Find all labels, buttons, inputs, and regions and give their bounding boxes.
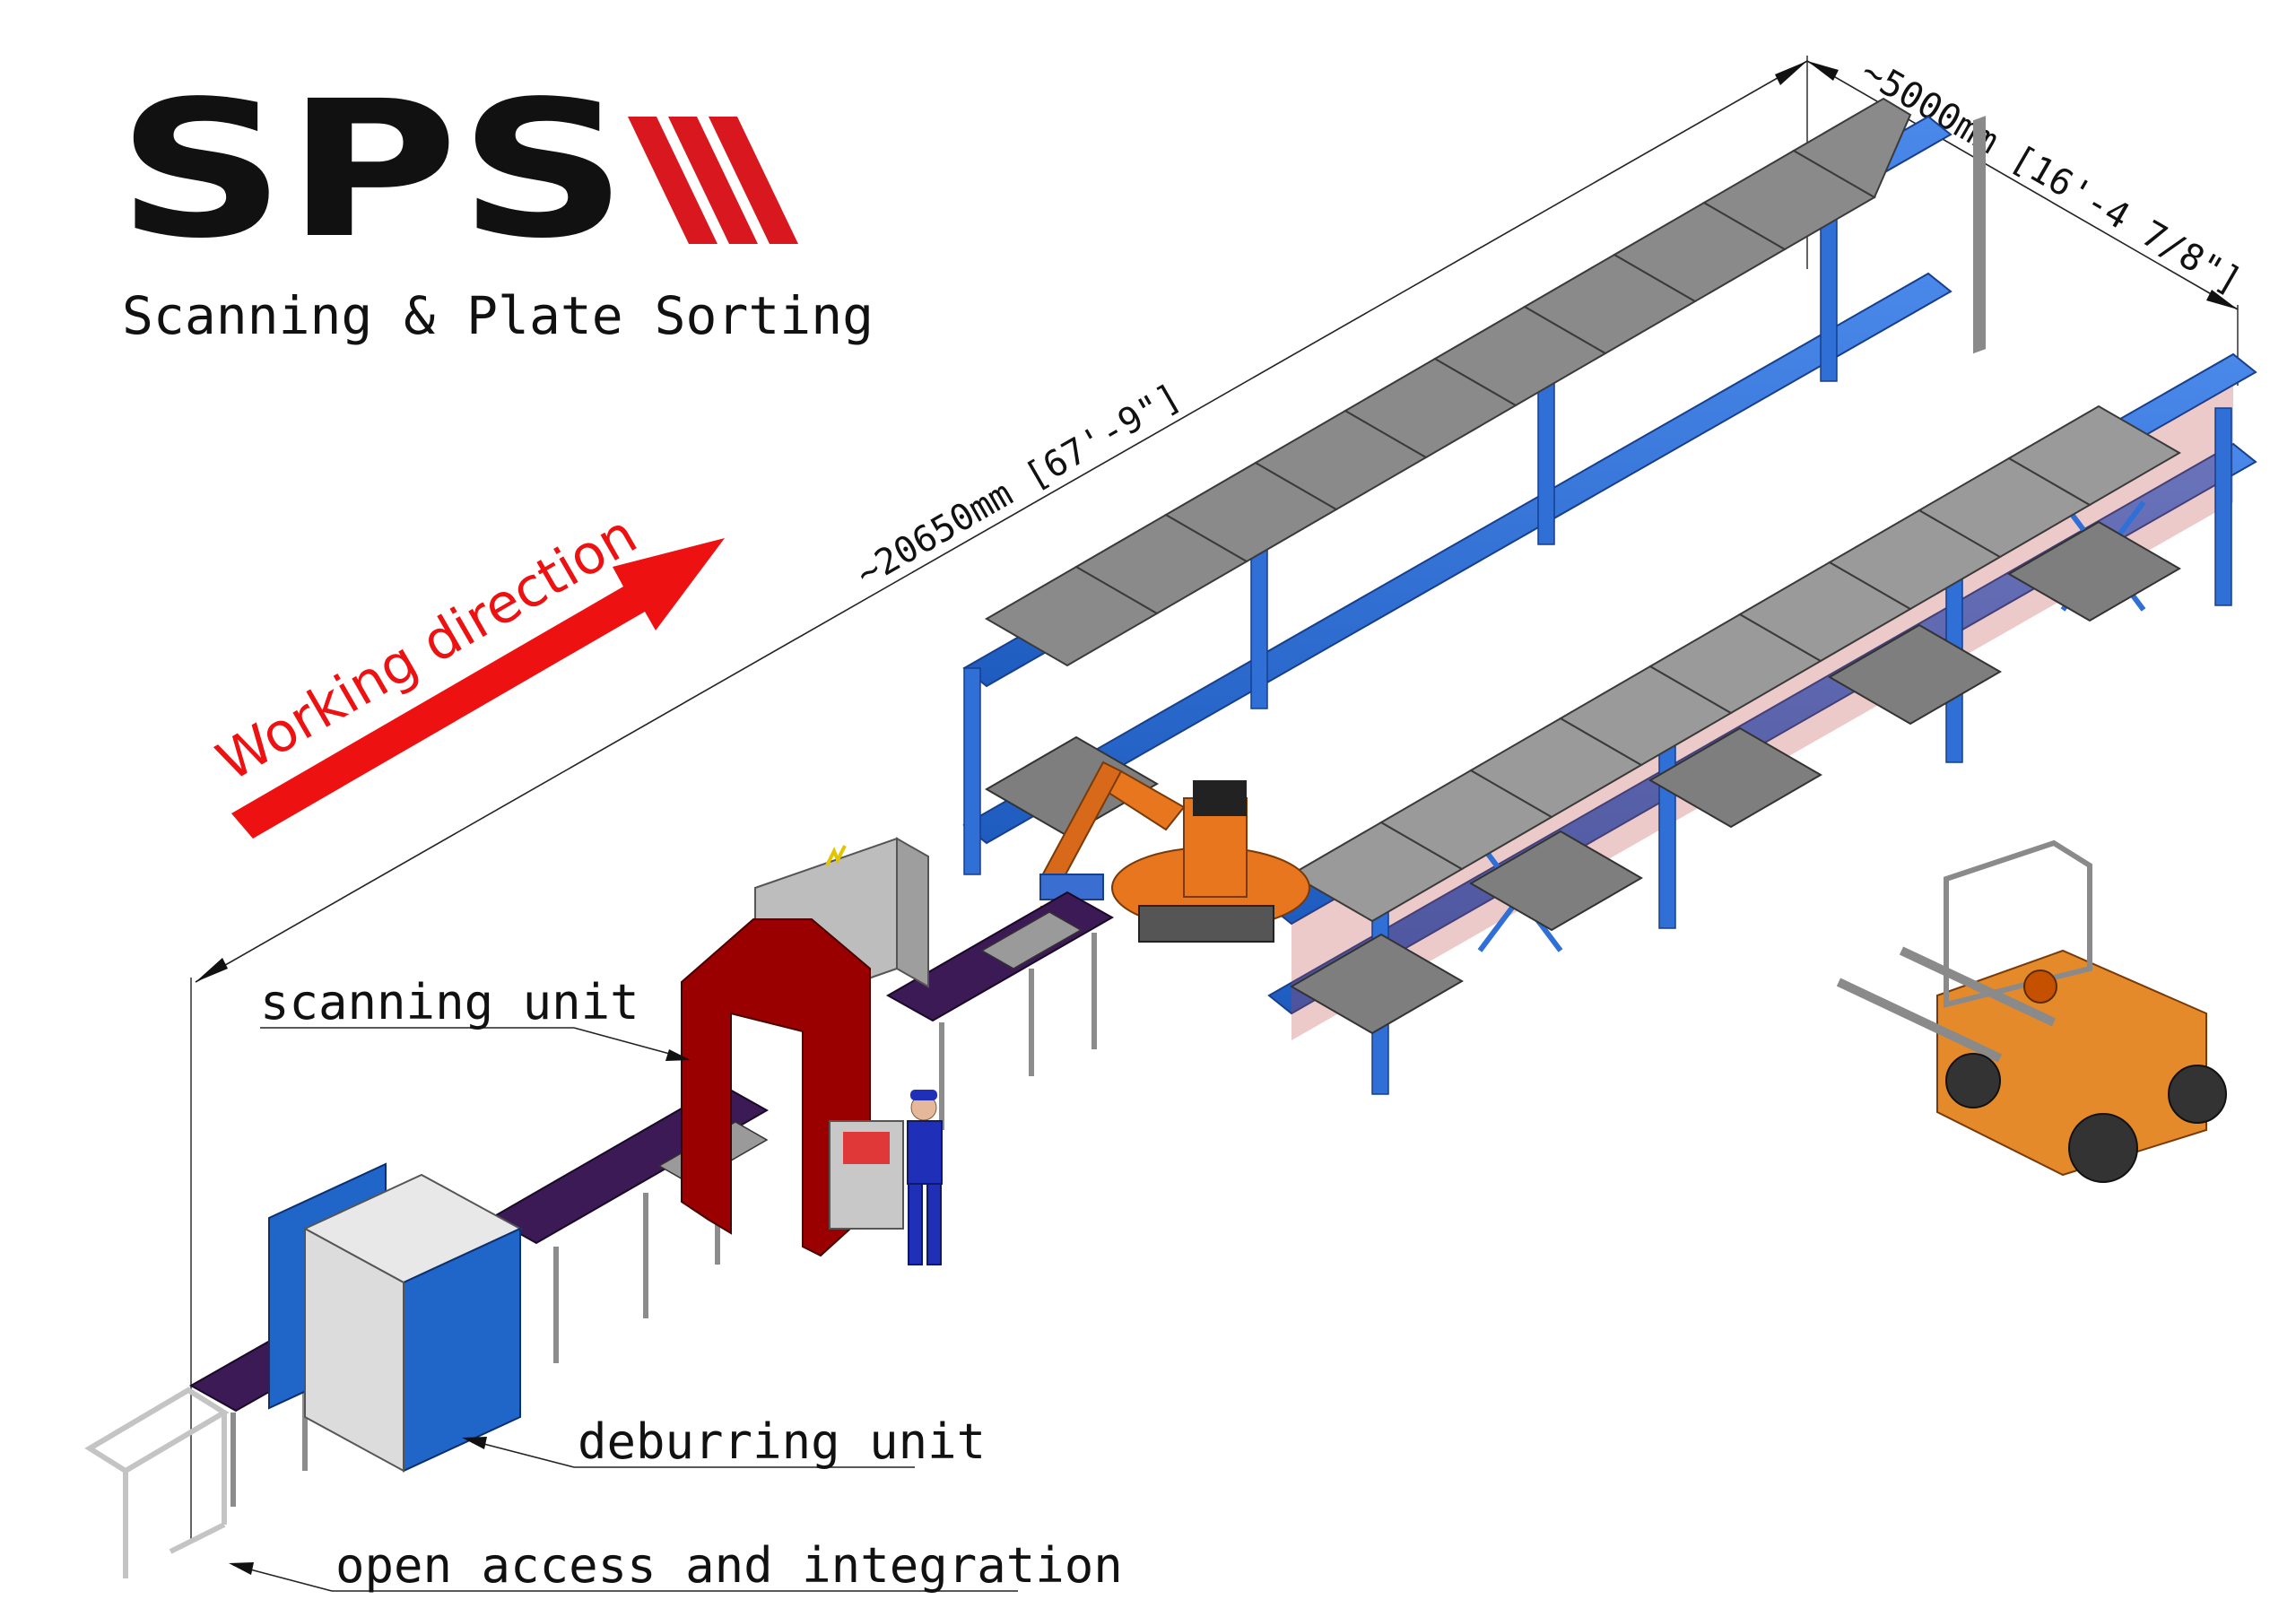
width-dimension-label: ~5000mm [16'-4 7/8"] bbox=[1854, 51, 2248, 303]
steering-wheel-icon bbox=[2023, 969, 2057, 1004]
sps-logo: SPS Scanning & Plate Sorting bbox=[117, 60, 874, 346]
deburring-unit-label: deburring unit bbox=[578, 1413, 986, 1470]
open-access-label: open access and integration bbox=[335, 1537, 1123, 1594]
callout-open-access: open access and integration bbox=[229, 1537, 1123, 1594]
logo-text: SPS bbox=[117, 60, 628, 280]
deburring-unit bbox=[268, 1162, 523, 1473]
open-access-frame bbox=[84, 1387, 230, 1578]
storage-rack-system bbox=[962, 97, 2257, 1095]
logo-red-stripes-icon bbox=[628, 117, 798, 244]
callout-scanning-unit: scanning unit bbox=[260, 974, 691, 1061]
lightning-warning-icon bbox=[825, 845, 847, 866]
callout-deburring-unit: deburring unit bbox=[462, 1413, 986, 1470]
forklift bbox=[1836, 116, 2227, 1183]
scanning-unit bbox=[681, 837, 929, 1257]
working-direction-arrow: Working direction bbox=[207, 503, 725, 839]
red-arrow-icon bbox=[231, 538, 725, 839]
operator-figure bbox=[907, 1090, 943, 1265]
scanning-unit-label: scanning unit bbox=[260, 974, 639, 1030]
logo-subtitle: Scanning & Plate Sorting bbox=[122, 285, 874, 346]
